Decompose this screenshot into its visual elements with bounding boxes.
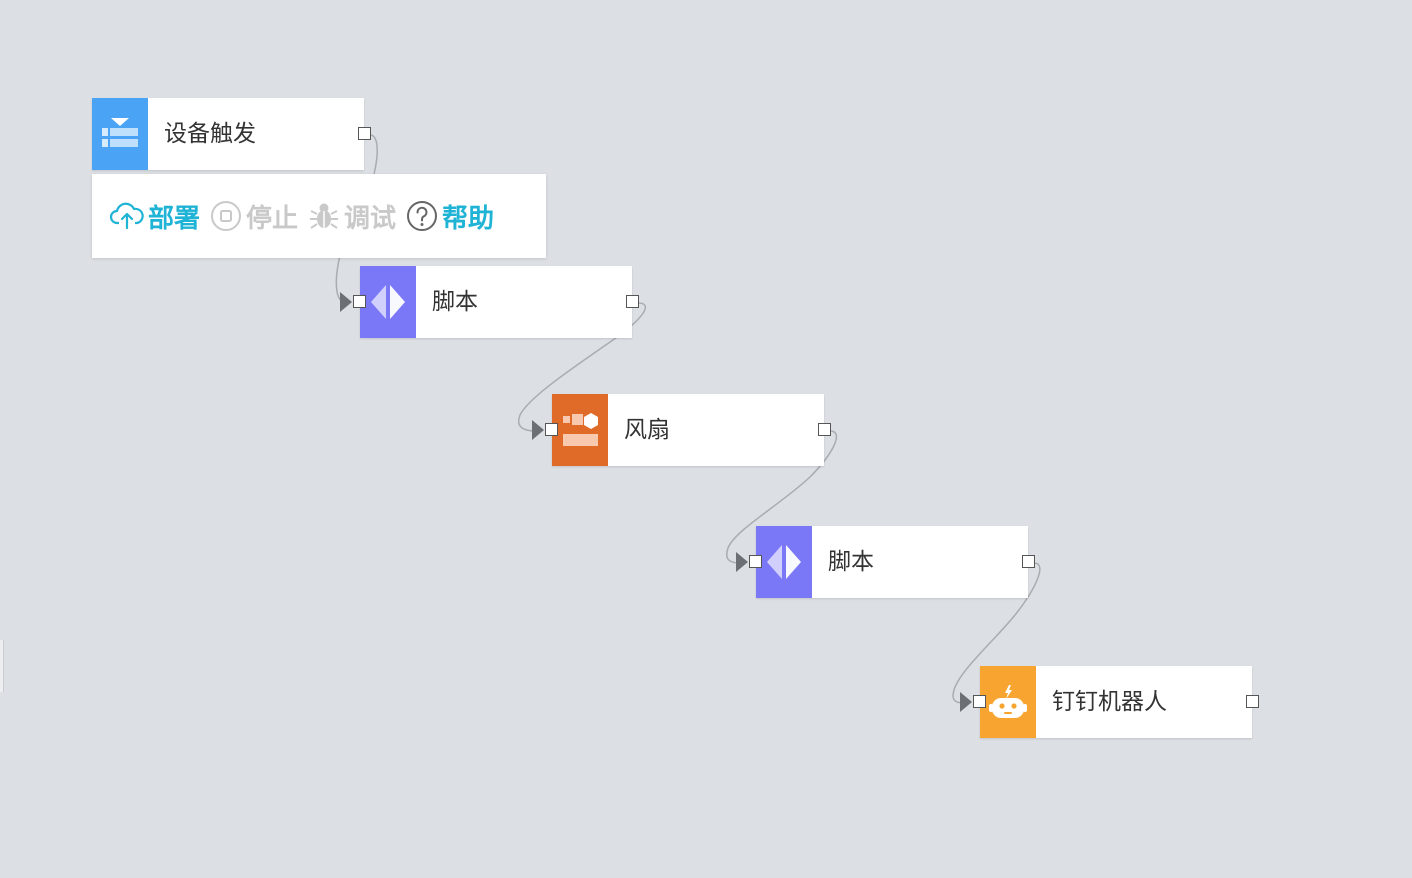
device-blocks-icon: [563, 413, 598, 446]
deploy-button[interactable]: 部署: [110, 198, 200, 235]
input-port[interactable]: [545, 423, 558, 436]
node-label: 脚本: [432, 289, 478, 315]
node-icon-box: [92, 98, 148, 170]
help-label: 帮助: [442, 203, 495, 234]
input-arrow-icon: [736, 552, 748, 572]
input-port[interactable]: [973, 695, 986, 708]
cloud-upload-icon: [110, 202, 144, 230]
output-port[interactable]: [626, 295, 639, 308]
deploy-label: 部署: [148, 203, 201, 234]
node-label: 脚本: [828, 549, 874, 575]
node-dingtalk-robot[interactable]: 钉钉机器人: [960, 666, 1259, 738]
debug-button[interactable]: 调试: [308, 198, 396, 235]
input-arrow-icon: [532, 420, 544, 440]
input-arrow-icon: [960, 692, 972, 712]
stop-button[interactable]: 停止: [210, 198, 298, 235]
output-port[interactable]: [1022, 555, 1035, 568]
output-port[interactable]: [818, 423, 831, 436]
node-icon-box: [756, 526, 812, 598]
input-port[interactable]: [749, 555, 762, 568]
output-port[interactable]: [358, 127, 371, 140]
input-arrow-icon: [340, 292, 352, 312]
robot-icon: [989, 685, 1027, 718]
node-icon-box: [980, 666, 1036, 738]
script-icon: [767, 545, 801, 579]
node-script-2[interactable]: 脚本: [736, 526, 1035, 598]
node-label: 风扇: [624, 417, 670, 443]
node-icon-box: [360, 266, 416, 338]
node-label: 钉钉机器人: [1052, 689, 1167, 715]
bug-icon: [310, 203, 339, 229]
deploy-toolbar: 部署 停止 调试 帮助: [92, 174, 546, 258]
device-trigger-icon: [102, 118, 138, 147]
side-panel-handle[interactable]: [0, 640, 4, 692]
stop-icon: [211, 201, 242, 231]
debug-label: 调试: [344, 203, 397, 234]
node-icon-box: [552, 394, 608, 466]
output-port[interactable]: [1246, 695, 1259, 708]
node-fan[interactable]: 风扇: [532, 394, 831, 466]
question-circle-icon: [407, 201, 438, 231]
node-device-trigger[interactable]: 设备触发: [92, 98, 371, 170]
input-port[interactable]: [353, 295, 366, 308]
node-label: 设备触发: [164, 121, 256, 147]
stop-label: 停止: [246, 203, 299, 234]
node-script-1[interactable]: 脚本: [340, 266, 639, 338]
script-icon: [371, 285, 405, 319]
help-button[interactable]: 帮助: [406, 198, 494, 235]
